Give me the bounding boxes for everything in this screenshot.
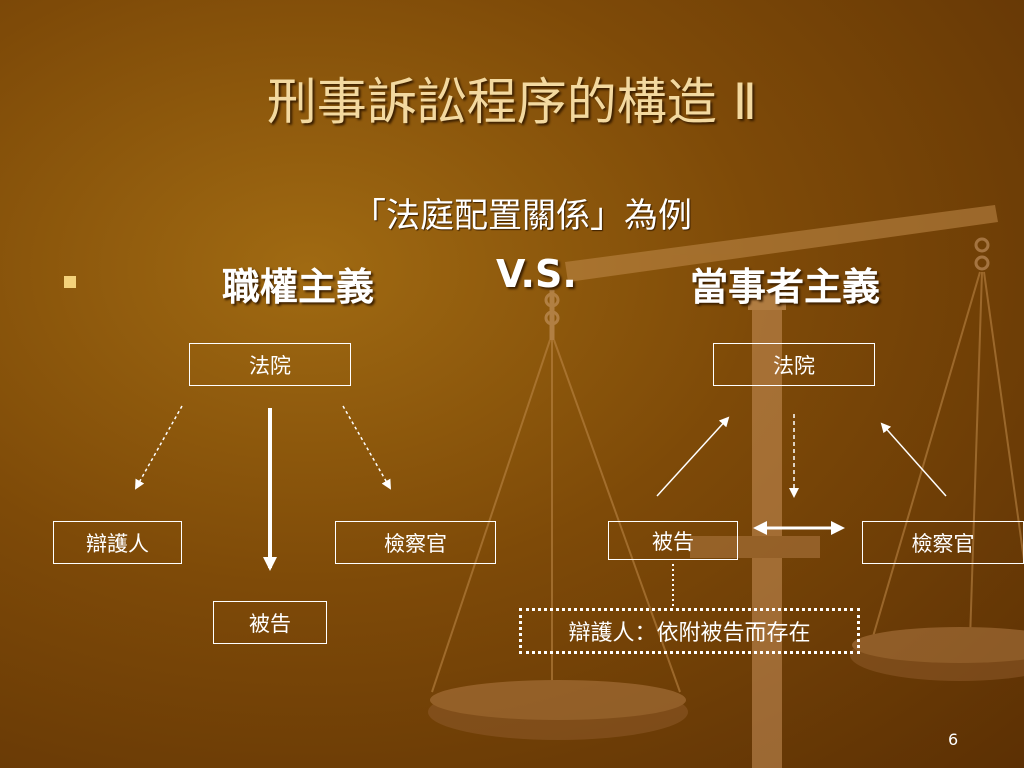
right-court-box: 法院 — [713, 343, 875, 386]
left-defense-box: 辯護人 — [53, 521, 182, 564]
left-court-box: 法院 — [189, 343, 351, 386]
right-arrow-prosecutor-to-court — [880, 422, 947, 497]
right-arrow-defendant-to-court — [656, 416, 730, 497]
slide-subtitle: 「法庭配置關係」為例 — [352, 196, 692, 236]
left-defendant-box: 被告 — [213, 601, 327, 644]
right-defense-note-box: 辯護人：依附被告而存在 — [519, 608, 860, 654]
bullet-marker — [64, 276, 76, 288]
left-prosecutor-box: 檢察官 — [335, 521, 496, 564]
heading-vs: V.S. — [496, 252, 577, 296]
slide-title: 刑事訴訟程序的構造 Ⅱ — [266, 73, 758, 131]
page-number: 6 — [948, 730, 959, 749]
right-prosecutor-box: 檢察官 — [862, 521, 1024, 564]
heading-inquisitorial: 職權主義 — [222, 265, 375, 309]
left-arrow-court-to-defense — [135, 405, 183, 490]
heading-adversarial: 當事者主義 — [690, 265, 881, 309]
left-arrow-court-to-prosecutor — [342, 405, 391, 490]
right-defendant-box: 被告 — [608, 521, 738, 560]
